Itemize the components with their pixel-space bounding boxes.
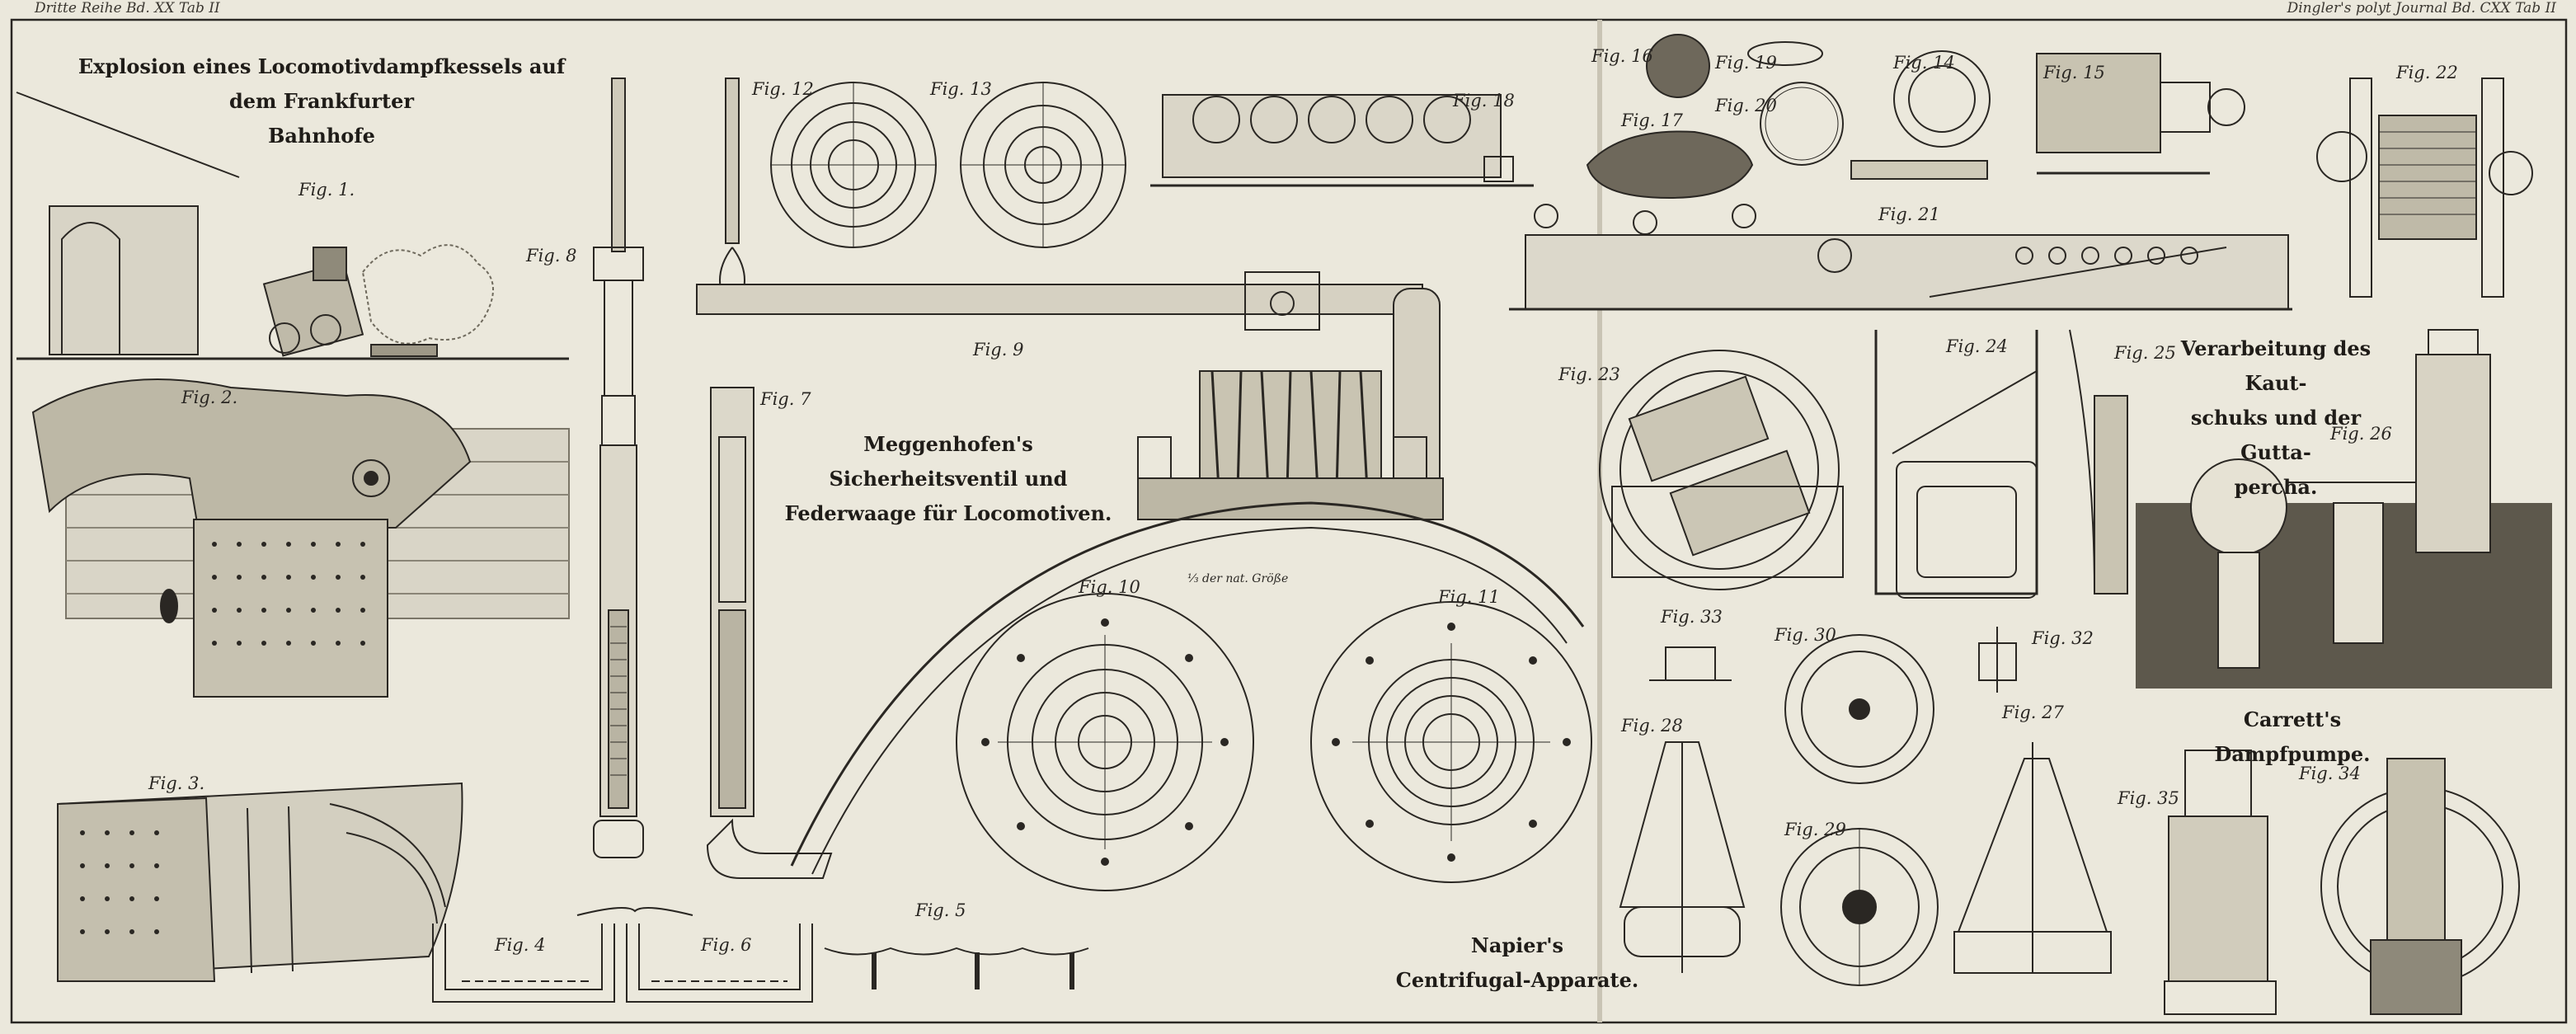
fig30-disc (1784, 634, 1934, 784)
fig-label-20: Fig. 20 (1715, 96, 1777, 115)
header-left: Dritte Reihe Bd. XX Tab II (35, 0, 220, 16)
title-carrett: Carrett's Dampfpumpe. (2214, 707, 2371, 766)
fig-label-11: Fig. 11 (1438, 587, 1500, 607)
fig-label-6: Fig. 6 (701, 935, 752, 955)
fig-label-8: Fig. 8 (526, 246, 577, 266)
fig-label-15: Fig. 15 (2043, 63, 2105, 82)
fig-label-5: Fig. 5 (915, 900, 966, 920)
fig-label-19: Fig. 19 (1715, 53, 1777, 73)
title-kautschuk-line1: Verarbeitung des Kaut- (2180, 336, 2372, 395)
fig28-cone (1619, 741, 1746, 973)
title-kautschuk-line3: percha. (2234, 475, 2318, 499)
fig-label-4: Fig. 4 (495, 935, 546, 955)
fig14-15-machines (1850, 50, 2245, 180)
title-kautschuk-line2: schuks und der Gutta- (2190, 406, 2362, 464)
title-kautschuk: Verarbeitung des Kaut- schuks und der Gu… (2177, 331, 2375, 505)
fig11-flange (1310, 601, 1592, 883)
fig-label-26: Fig. 26 (2330, 424, 2392, 444)
fig16-17-19-20-samples (1586, 34, 1844, 200)
fig-label-13: Fig. 13 (930, 79, 992, 99)
title-valve-line1: Meggenhofen's Sicherheitsventil und (829, 432, 1068, 491)
fig-label-28: Fig. 28 (1621, 716, 1683, 736)
scale-note: ⅓ der nat. Größe (1187, 572, 1289, 585)
fig-label-14: Fig. 14 (1893, 53, 1955, 73)
title-explosion-line1: Explosion eines Locomotivdampfkessels au… (78, 54, 566, 113)
fig-label-10: Fig. 10 (1079, 577, 1140, 597)
header-right: Dingler's polyt Journal Bd. CXX Tab II (2287, 0, 2556, 16)
title-napier-line1: Napier's (1470, 933, 1564, 957)
fig-label-23: Fig. 23 (1558, 364, 1620, 384)
fig2-firebox (31, 378, 570, 698)
fig-label-32: Fig. 32 (2032, 628, 2094, 648)
title-explosion: Explosion eines Locomotivdampfkessels au… (66, 49, 577, 153)
fig29-disc (1780, 828, 1939, 986)
fig18-roller-frame (1150, 94, 1534, 187)
fig3-boiler-plate (57, 782, 463, 982)
plate-border (10, 18, 2568, 1024)
title-valve: Meggenhofen's Sicherheitsventil und Fede… (775, 427, 1121, 531)
fig10-flange (956, 593, 1254, 891)
fig-label-29: Fig. 29 (1784, 820, 1846, 839)
fig27-cone (1953, 742, 2112, 974)
title-valve-line2: Federwaage für Locomotiven. (784, 501, 1112, 525)
fig-label-22: Fig. 22 (2396, 63, 2458, 82)
fig-label-30: Fig. 30 (1775, 625, 1836, 645)
fig26-boiler (2136, 329, 2552, 689)
fig-label-1: Fig. 1. (298, 180, 355, 200)
fig2-rivets (212, 542, 365, 646)
fig-label-24: Fig. 24 (1946, 336, 2008, 356)
fig-label-12: Fig. 12 (752, 79, 814, 99)
fig-label-18: Fig. 18 (1453, 91, 1515, 110)
fig-label-2: Fig. 2. (181, 388, 238, 407)
fig32-33-details (1649, 627, 2017, 693)
fig21-processing-line (1509, 204, 2292, 311)
fig-label-17: Fig. 17 (1621, 110, 1683, 130)
fig-label-7: Fig. 7 (760, 389, 811, 409)
fig1-explosion-scene (16, 92, 569, 360)
fig24-25-apparatus (1874, 329, 2128, 599)
title-napier-line2: Centrifugal-Apparate. (1395, 968, 1639, 992)
fig35-pump (2164, 750, 2277, 1015)
fig4-6-sections (432, 924, 1089, 1003)
fig-label-34: Fig. 34 (2299, 764, 2361, 783)
fig-label-3: Fig. 3. (148, 773, 205, 793)
fig22-winch (2316, 78, 2533, 298)
title-explosion-line2: Bahnhofe (268, 124, 375, 148)
fig-label-16: Fig. 16 (1591, 46, 1653, 66)
fig-label-35: Fig. 35 (2118, 788, 2179, 808)
fig12-flange (770, 82, 937, 248)
fig-label-27: Fig. 27 (2002, 703, 2064, 722)
fig-label-21: Fig. 21 (1878, 204, 1940, 224)
fig-label-9: Fig. 9 (973, 340, 1024, 360)
fig8-spring-balance (593, 78, 644, 858)
fig34-pump-flywheel (2320, 758, 2520, 1015)
fig23-drum (1599, 350, 1844, 590)
fig7-spring-balance (706, 78, 833, 879)
title-napier: Napier's Centrifugal-Apparate. (1385, 928, 1649, 998)
fig-label-33: Fig. 33 (1661, 607, 1723, 627)
fig9-safety-valve (696, 271, 1585, 875)
fig13-flange (960, 82, 1126, 248)
fig-label-25: Fig. 25 (2114, 343, 2176, 363)
fig8-brace (576, 907, 693, 916)
